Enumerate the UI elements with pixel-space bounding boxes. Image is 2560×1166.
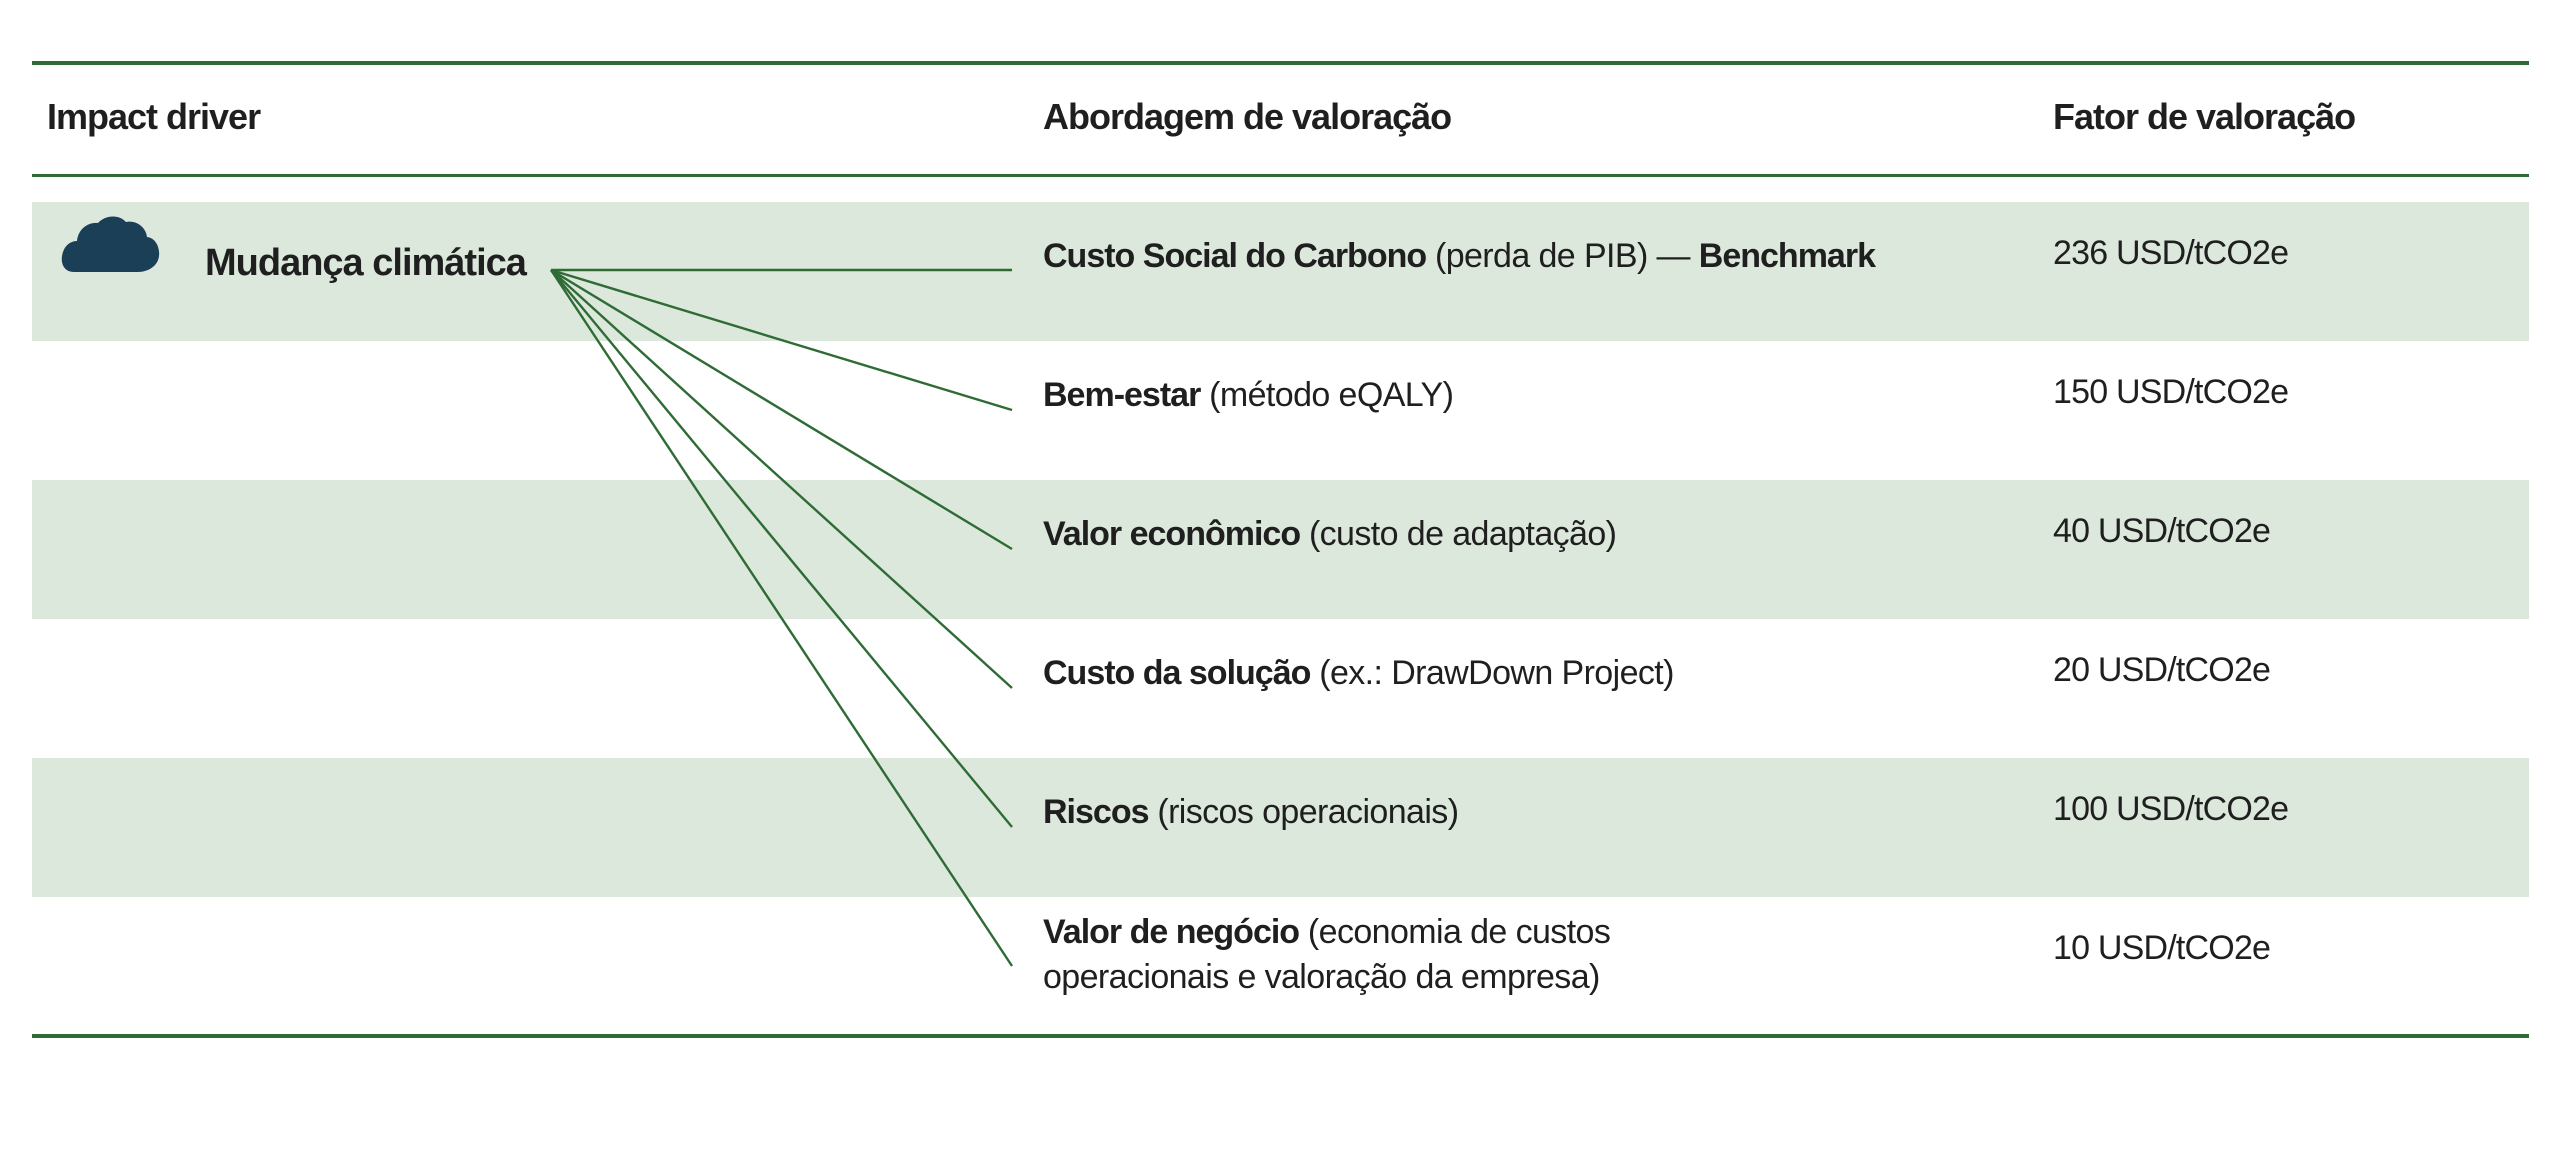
bottom-rule (32, 1034, 2529, 1038)
approach-detail: (economia de custos (1299, 913, 1611, 951)
approach-text: Valor econômico (custo de adaptação) (1043, 512, 1617, 557)
approach-name: Riscos (1043, 793, 1149, 831)
approach-name: Valor de negócio (1043, 913, 1300, 951)
approach-benchmark: Benchmark (1698, 237, 1876, 275)
approach-text: Custo da solução (ex.: DrawDown Project) (1043, 651, 1674, 696)
top-rule (32, 61, 2529, 65)
header-impact-driver: Impact driver (47, 96, 261, 137)
factor-value: 10 USD/tCO2e (2053, 929, 2271, 967)
approach-text: Custo Social do Carbono (perda de PIB) —… (1043, 234, 1876, 279)
approach-name: Custo Social do Carbono (1043, 237, 1427, 275)
table-row (32, 758, 2529, 897)
approach-text: Bem-estar (método eQALY) (1043, 373, 1454, 418)
approach-name: Bem-estar (1043, 376, 1201, 414)
approach-detail: (perda de PIB) — (1426, 237, 1699, 275)
approach-detail: (custo de adaptação) (1300, 515, 1617, 553)
approach-text: Riscos (riscos operacionais) (1043, 790, 1459, 835)
factor-value: 40 USD/tCO2e (2053, 512, 2271, 550)
approach-detail: (ex.: DrawDown Project) (1310, 654, 1674, 692)
factor-value: 20 USD/tCO2e (2053, 651, 2271, 689)
header-valuation-factor: Fator de valoração (2053, 96, 2356, 137)
approach-name: Custo da solução (1043, 654, 1311, 692)
approach-detail: (método eQALY) (1200, 376, 1454, 414)
approach-detail-line2: operacionais e valoração da empresa) (1043, 958, 1600, 996)
impact-driver-label: Mudança climática (205, 242, 527, 284)
cloud-icon (61, 216, 160, 272)
approach-name: Valor econômico (1043, 515, 1301, 553)
header-valuation-approach: Abordagem de valoração (1043, 96, 1452, 137)
approach-text: Valor de negócio (economia de custos oper… (1043, 910, 1611, 1000)
factor-value: 100 USD/tCO2e (2053, 790, 2289, 828)
cloud-shape (61, 216, 160, 272)
table-row (32, 202, 2529, 341)
header-rule (32, 174, 2529, 177)
factor-value: 150 USD/tCO2e (2053, 373, 2289, 411)
table-row (32, 480, 2529, 619)
factor-value: 236 USD/tCO2e (2053, 234, 2289, 272)
approach-detail: (riscos operacionais) (1148, 793, 1459, 831)
